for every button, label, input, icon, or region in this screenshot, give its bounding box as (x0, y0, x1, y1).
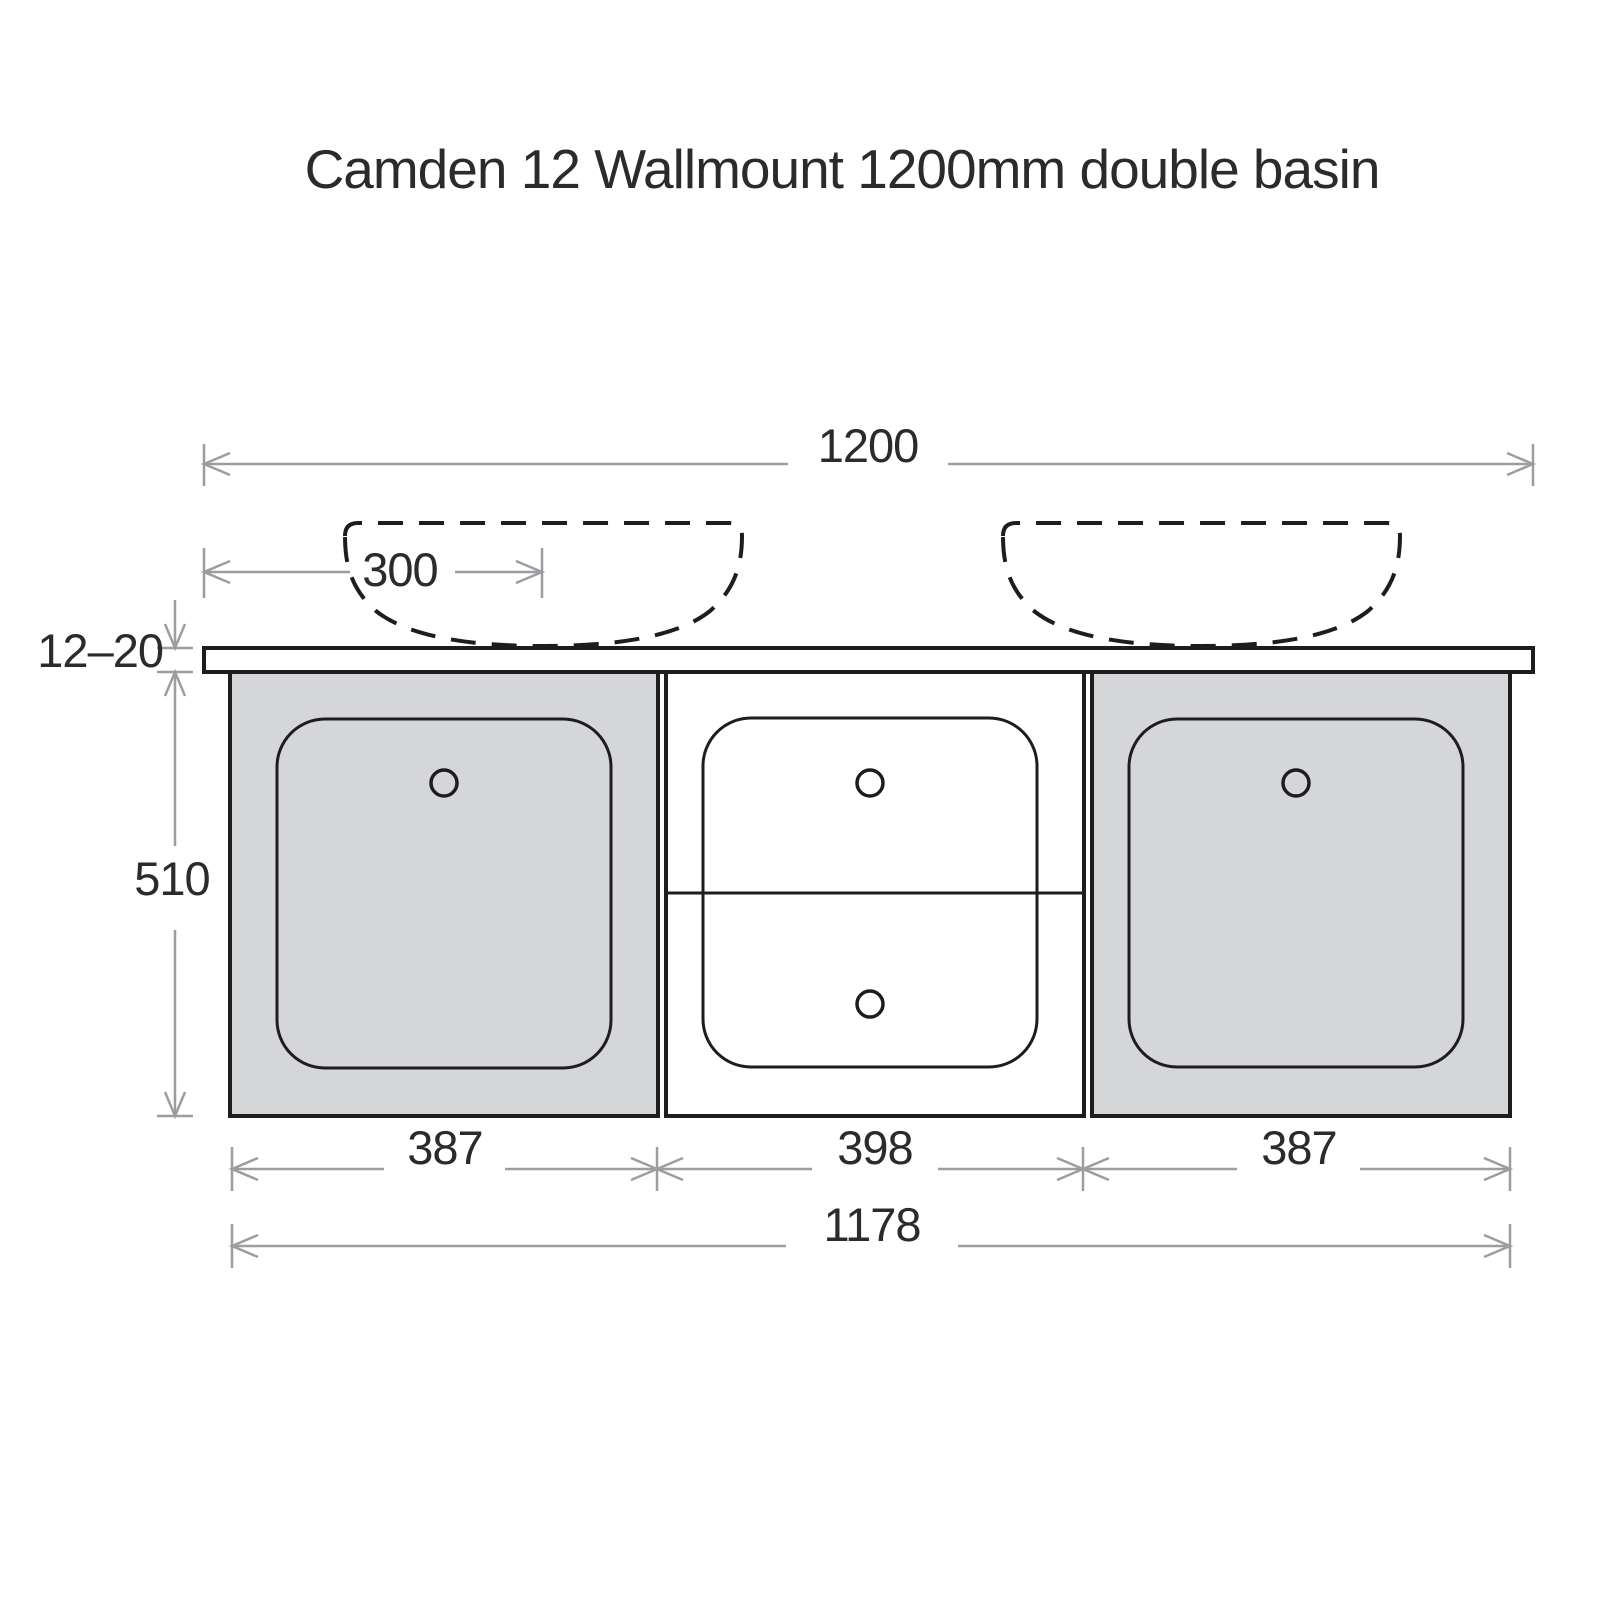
right-door-inner-outline (1127, 717, 1465, 1069)
arrow-left-icon (200, 559, 231, 585)
arrow-left-icon (228, 1156, 259, 1182)
dimension-label-overall-width: 1200 (818, 419, 919, 472)
dimension-carcass-width: 1178 (228, 1198, 1514, 1268)
arrow-left-icon (653, 1156, 684, 1182)
dimension-section-widths: 387 398 387 (228, 1121, 1514, 1191)
arrow-right-icon (1483, 1156, 1514, 1182)
left-door-panel (228, 670, 660, 1118)
arrow-right-icon (1506, 451, 1537, 477)
page-title: Camden 12 Wallmount 1200mm double basin (305, 138, 1380, 200)
arrow-right-icon (515, 559, 546, 585)
right-door-knob-icon (1281, 768, 1311, 798)
dimension-label-basin-offset: 300 (362, 543, 437, 596)
right-basin-dashed-outline (1000, 521, 1403, 649)
countertop (202, 646, 1535, 674)
dimension-top-thickness: 12–20 (37, 600, 193, 677)
dimension-label-right-door-width: 387 (1261, 1121, 1336, 1174)
left-door-inner-outline (275, 717, 613, 1070)
arrow-right-icon (1483, 1233, 1514, 1259)
dimension-label-drawer-width: 398 (837, 1121, 912, 1174)
dimension-cabinet-height: 510 (134, 668, 211, 1120)
dimension-label-cabinet-height: 510 (134, 852, 209, 905)
top-drawer-knob-icon (855, 768, 885, 798)
left-door-knob-icon (429, 768, 459, 798)
right-door-panel (1090, 670, 1512, 1118)
dimension-label-top-thickness: 12–20 (37, 624, 163, 677)
dimension-label-carcass-width: 1178 (823, 1198, 920, 1251)
dimension-overall-width: 1200 (200, 419, 1537, 486)
left-basin-dashed-outline (342, 521, 745, 649)
bottom-drawer-knob-icon (855, 989, 885, 1019)
arrow-left-icon (1079, 1156, 1110, 1182)
arrow-left-icon (200, 451, 231, 477)
dimension-basin-offset: 300 (200, 543, 546, 598)
dimension-label-left-door-width: 387 (407, 1121, 482, 1174)
arrow-left-icon (228, 1233, 259, 1259)
